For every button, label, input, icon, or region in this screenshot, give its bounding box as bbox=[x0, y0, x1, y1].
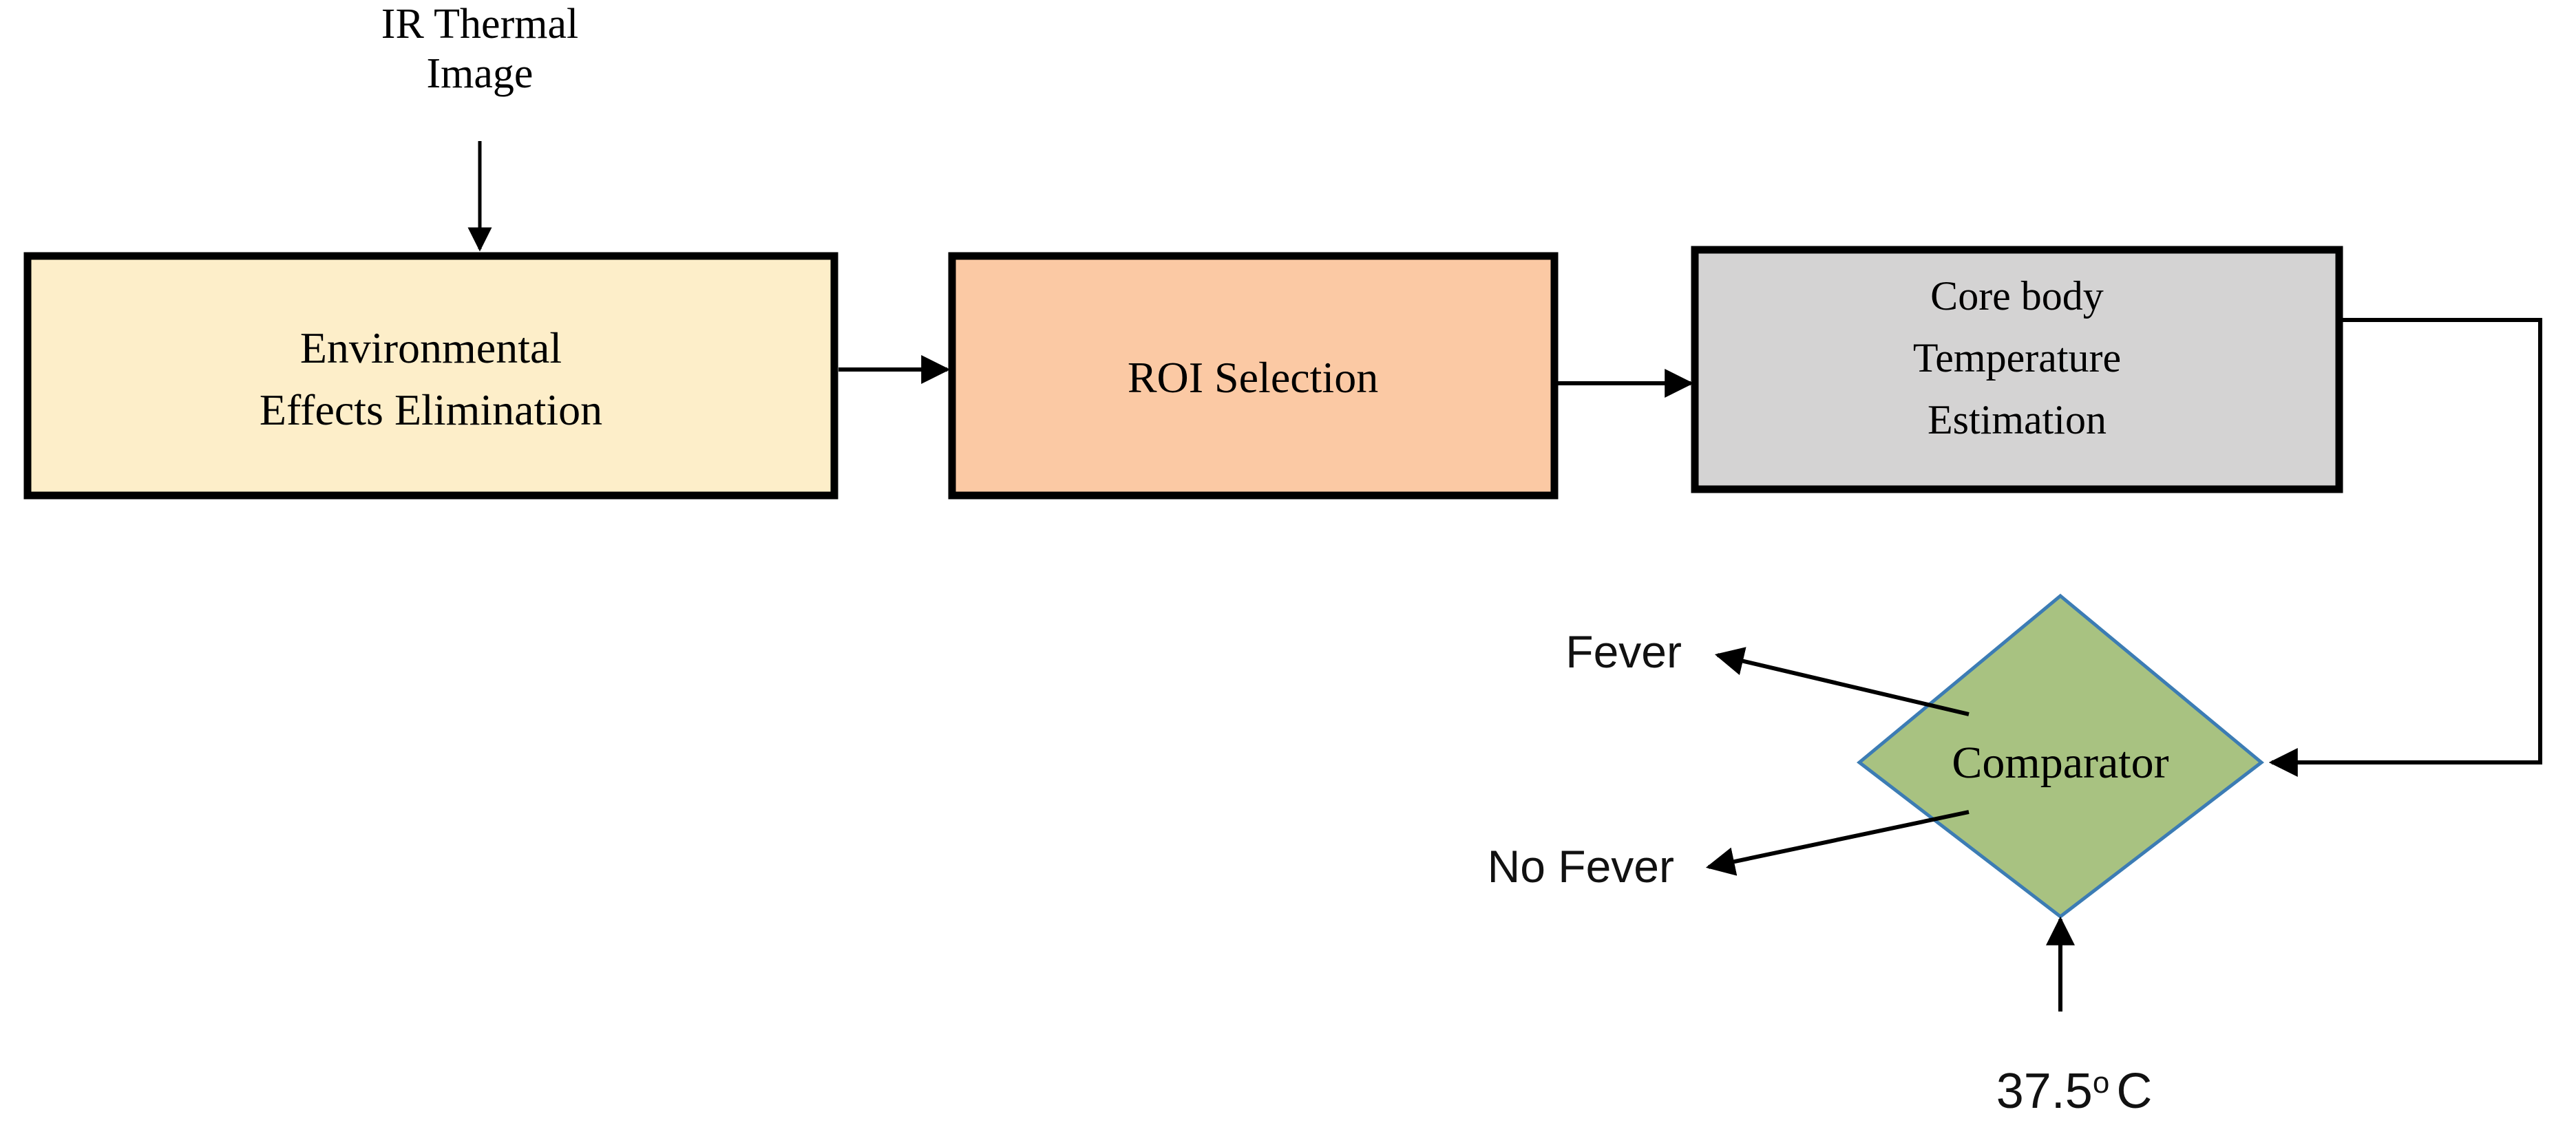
threshold-value: 37.5 bbox=[1996, 1064, 2093, 1119]
input-label-line1: IR Thermal bbox=[381, 1, 578, 47]
node-core-temperature-label-line3: Estimation bbox=[1928, 397, 2107, 442]
threshold-unit: C bbox=[2116, 1064, 2152, 1119]
node-core-body-temperature-estimation[interactable] bbox=[1691, 246, 2343, 493]
node-core-temperature-label-line1: Core body bbox=[1930, 273, 2104, 319]
node-environmental-label-line1: Environmental bbox=[300, 323, 562, 372]
node-comparator-label: Comparator bbox=[1952, 738, 2168, 788]
node-core-temperature-label-line2: Temperature bbox=[1913, 335, 2121, 381]
output-label-fever: Fever bbox=[1565, 626, 1682, 677]
output-label-no-fever: No Fever bbox=[1488, 841, 1674, 892]
node-roi-label: ROI Selection bbox=[1128, 353, 1378, 402]
node-environmental-label-line2: Effects Elimination bbox=[260, 385, 602, 434]
node-roi-selection[interactable] bbox=[948, 252, 1559, 500]
connector-comparator-to-no-fever bbox=[1705, 810, 1970, 876]
node-environmental-effects-elimination[interactable] bbox=[23, 252, 838, 500]
connector-core-temperature-to-comparator bbox=[2268, 318, 2542, 777]
input-label-line2: Image bbox=[427, 50, 534, 97]
degree-symbol: o bbox=[2093, 1066, 2109, 1100]
connector-comparator-to-fever bbox=[1714, 647, 1970, 716]
